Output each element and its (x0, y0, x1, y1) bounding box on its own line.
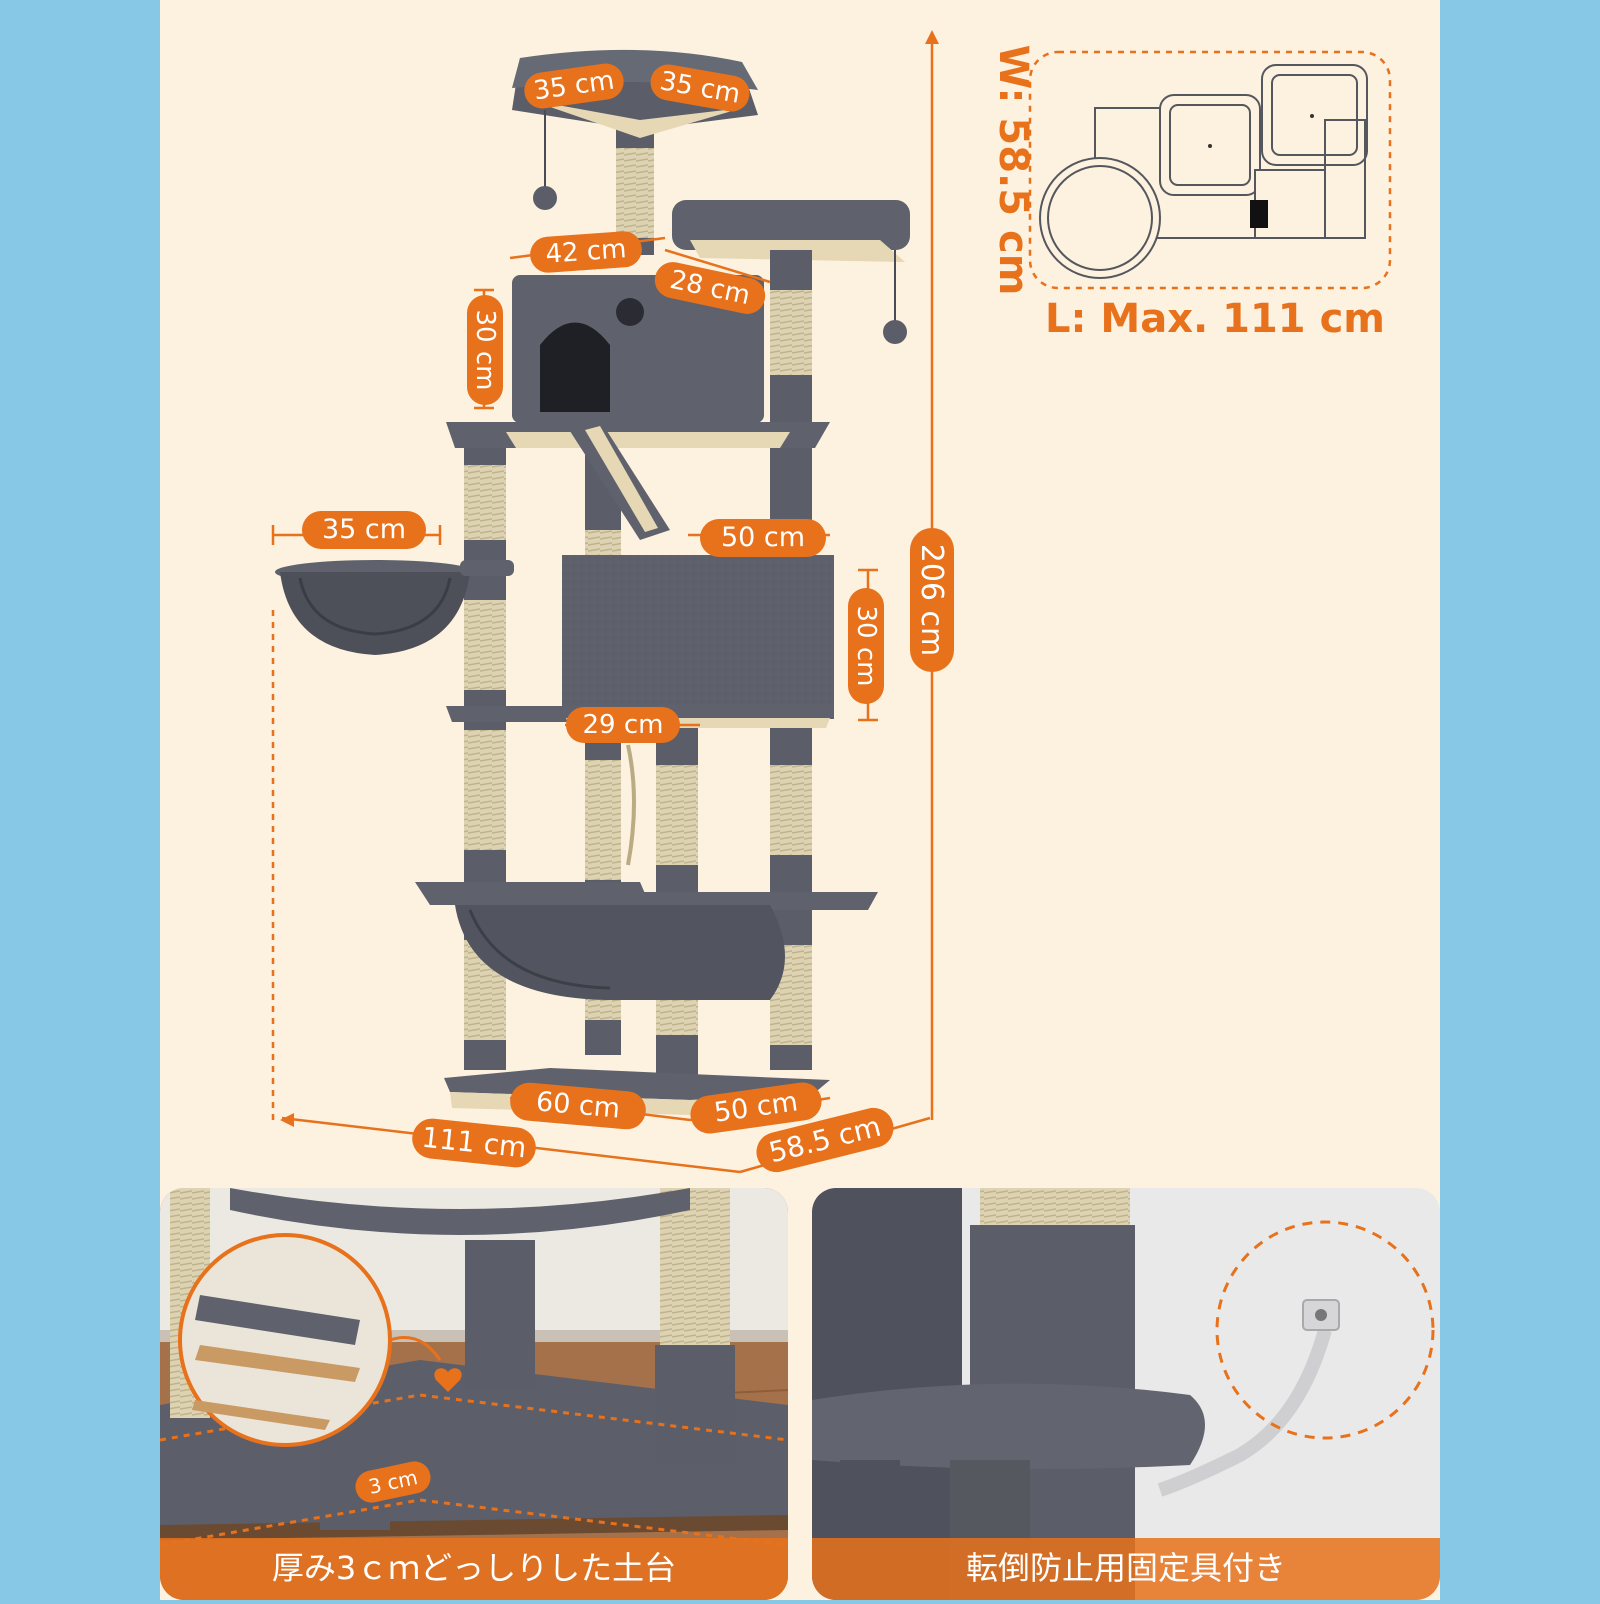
basket (275, 560, 514, 655)
svg-text:30 cm: 30 cm (851, 606, 881, 687)
thickness-label: 3 cm (355, 1461, 431, 1503)
svg-text:60 cm: 60 cm (535, 1086, 621, 1124)
dim-base-depth: 50 cm (690, 1082, 822, 1134)
base-detail-panel: 3 cm 厚み3ｃｍどっしりした土台 (160, 1188, 788, 1600)
dim-top-left: 35 cm (524, 63, 624, 109)
arrow-up-icon (925, 30, 939, 44)
dim-basket-width: 35 cm (302, 511, 426, 549)
footprint-diagram (1028, 50, 1392, 290)
svg-text:35 cm: 35 cm (322, 514, 406, 545)
product-image: 35 cm 35 cm 42 cm 28 cm 30 cm 35 cm 50 c… (160, 0, 1440, 1600)
ramp (568, 420, 670, 540)
svg-text:206 cm: 206 cm (914, 544, 949, 657)
svg-text:29 cm: 29 cm (583, 710, 664, 740)
dim-total-height: 206 cm (910, 528, 954, 672)
dim-total-length: 111 cm (412, 1118, 536, 1168)
footprint-outline (1028, 50, 1392, 290)
dim-base-width: 60 cm (510, 1082, 646, 1130)
zoom-circle-anchor (1215, 1220, 1435, 1440)
condo-box (562, 555, 834, 715)
cat-tree (275, 49, 910, 1115)
heart-icon (434, 1368, 462, 1392)
rope (626, 744, 636, 866)
dim-condo-height: 30 cm (848, 588, 884, 704)
svg-text:30 cm: 30 cm (470, 310, 500, 391)
dim-house-height: 30 cm (467, 295, 503, 405)
right-caption: 転倒防止用固定具付き (966, 1549, 1286, 1587)
mid-platform (446, 422, 830, 448)
hammock-level (415, 882, 878, 1000)
cat-house (512, 275, 764, 423)
svg-text:42 cm: 42 cm (545, 234, 628, 270)
svg-text:50 cm: 50 cm (721, 522, 805, 553)
dim-platform-width: 50 cm (700, 519, 826, 557)
dim-condo-depth: 29 cm (566, 707, 680, 743)
footprint-width-label: W: 58.5 cm (990, 45, 1036, 296)
footprint-length-label: L: Max. 111 cm (1045, 296, 1385, 342)
arrow-left-icon (280, 1113, 294, 1127)
left-caption: 厚み3ｃｍどっしりした土台 (272, 1549, 676, 1587)
front-post (656, 700, 698, 1080)
dim-top-right: 35 cm (650, 64, 750, 112)
anchor-detail-panel: 転倒防止用固定具付き (812, 1188, 1440, 1600)
dim-house-width: 42 cm (530, 231, 642, 273)
